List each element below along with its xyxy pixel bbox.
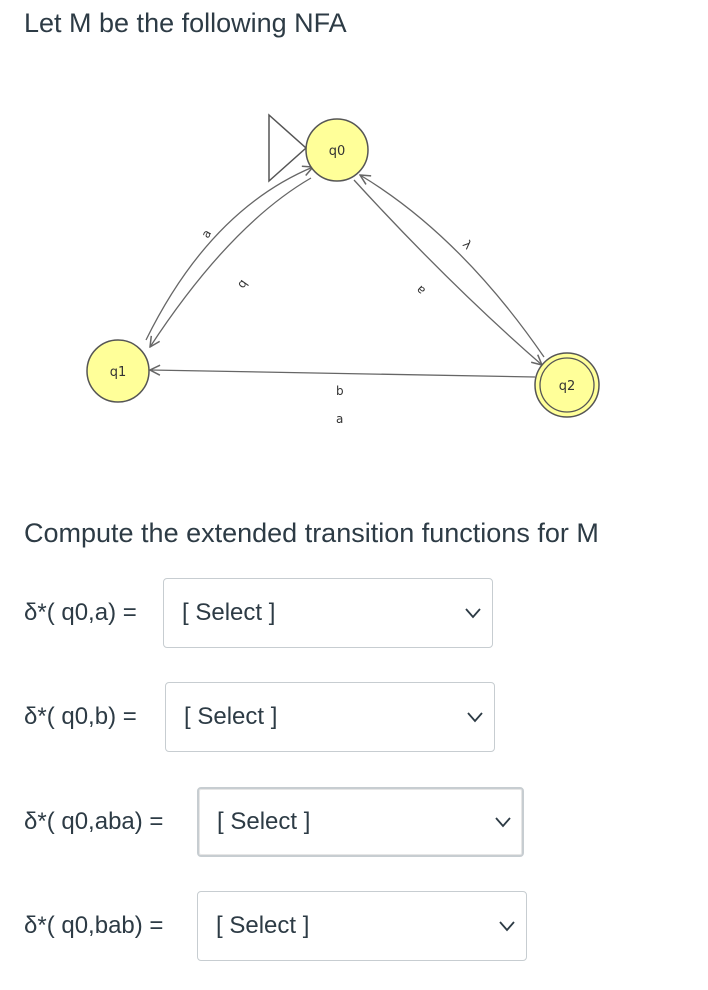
answer-select-q0-aba[interactable]: [ Select ] xyxy=(197,787,524,857)
question-row-q0-b: δ*( q0,b) = xyxy=(24,682,137,752)
nfa-diagram: a b a λ b a q0 q1 q2 xyxy=(86,113,600,426)
question-row-q0-aba: δ*( q0,aba) = xyxy=(24,787,163,857)
answer-select-value: [ Select ] xyxy=(216,912,310,939)
edge-q0-to-q1 xyxy=(150,177,312,347)
edge-label-q2-to-q1-a: a xyxy=(336,412,343,426)
edge-q1-to-q0 xyxy=(145,167,313,341)
edge-label-q2-to-q1-b: b xyxy=(336,384,344,398)
answer-select-q0-bab[interactable]: [ Select ] xyxy=(197,891,527,961)
chevron-down-icon xyxy=(499,921,515,932)
state-q1-label: q1 xyxy=(110,365,127,380)
start-state-arrow xyxy=(268,113,308,183)
question-label-q0-aba: δ*( q0,aba) = xyxy=(24,808,164,835)
edge-label-q2-to-q0: λ xyxy=(460,237,475,252)
state-q2-label: q2 xyxy=(559,379,576,394)
edge-label-q1-to-q0: a xyxy=(198,227,214,240)
answer-select-value: [ Select ] xyxy=(182,599,276,626)
chevron-down-icon xyxy=(495,817,511,828)
edge-q2-to-q1 xyxy=(150,370,536,378)
page-heading: Let M be the following NFA xyxy=(24,8,347,38)
question-label-q0-bab: δ*( q0,bab) = xyxy=(24,912,164,939)
edge-q0-to-q2 xyxy=(353,179,542,365)
chevron-down-icon xyxy=(465,608,481,619)
answer-select-value: [ Select ] xyxy=(184,703,278,730)
question-label-q0-b: δ*( q0,b) = xyxy=(24,703,137,730)
answer-select-q0-a[interactable]: [ Select ] xyxy=(163,578,493,648)
answer-select-value: [ Select ] xyxy=(217,808,311,835)
state-q0: q0 xyxy=(305,118,369,182)
state-q2-accepting: q2 xyxy=(534,352,600,418)
answer-select-q0-b[interactable]: [ Select ] xyxy=(165,682,495,752)
question-row-q0-bab: δ*( q0,bab) = xyxy=(24,891,163,961)
edge-label-q0-to-q2: a xyxy=(413,283,428,298)
question-label-q0-a: δ*( q0,a) = xyxy=(24,599,137,626)
state-q1: q1 xyxy=(86,339,150,403)
edge-label-q0-to-q1: b xyxy=(235,277,251,291)
chevron-down-icon xyxy=(467,712,483,723)
edge-q2-to-q0 xyxy=(360,175,545,358)
state-q0-label: q0 xyxy=(329,144,346,159)
instructions-heading: Compute the extended transition function… xyxy=(24,518,599,548)
question-row-q0-a: δ*( q0,a) = xyxy=(24,578,137,648)
